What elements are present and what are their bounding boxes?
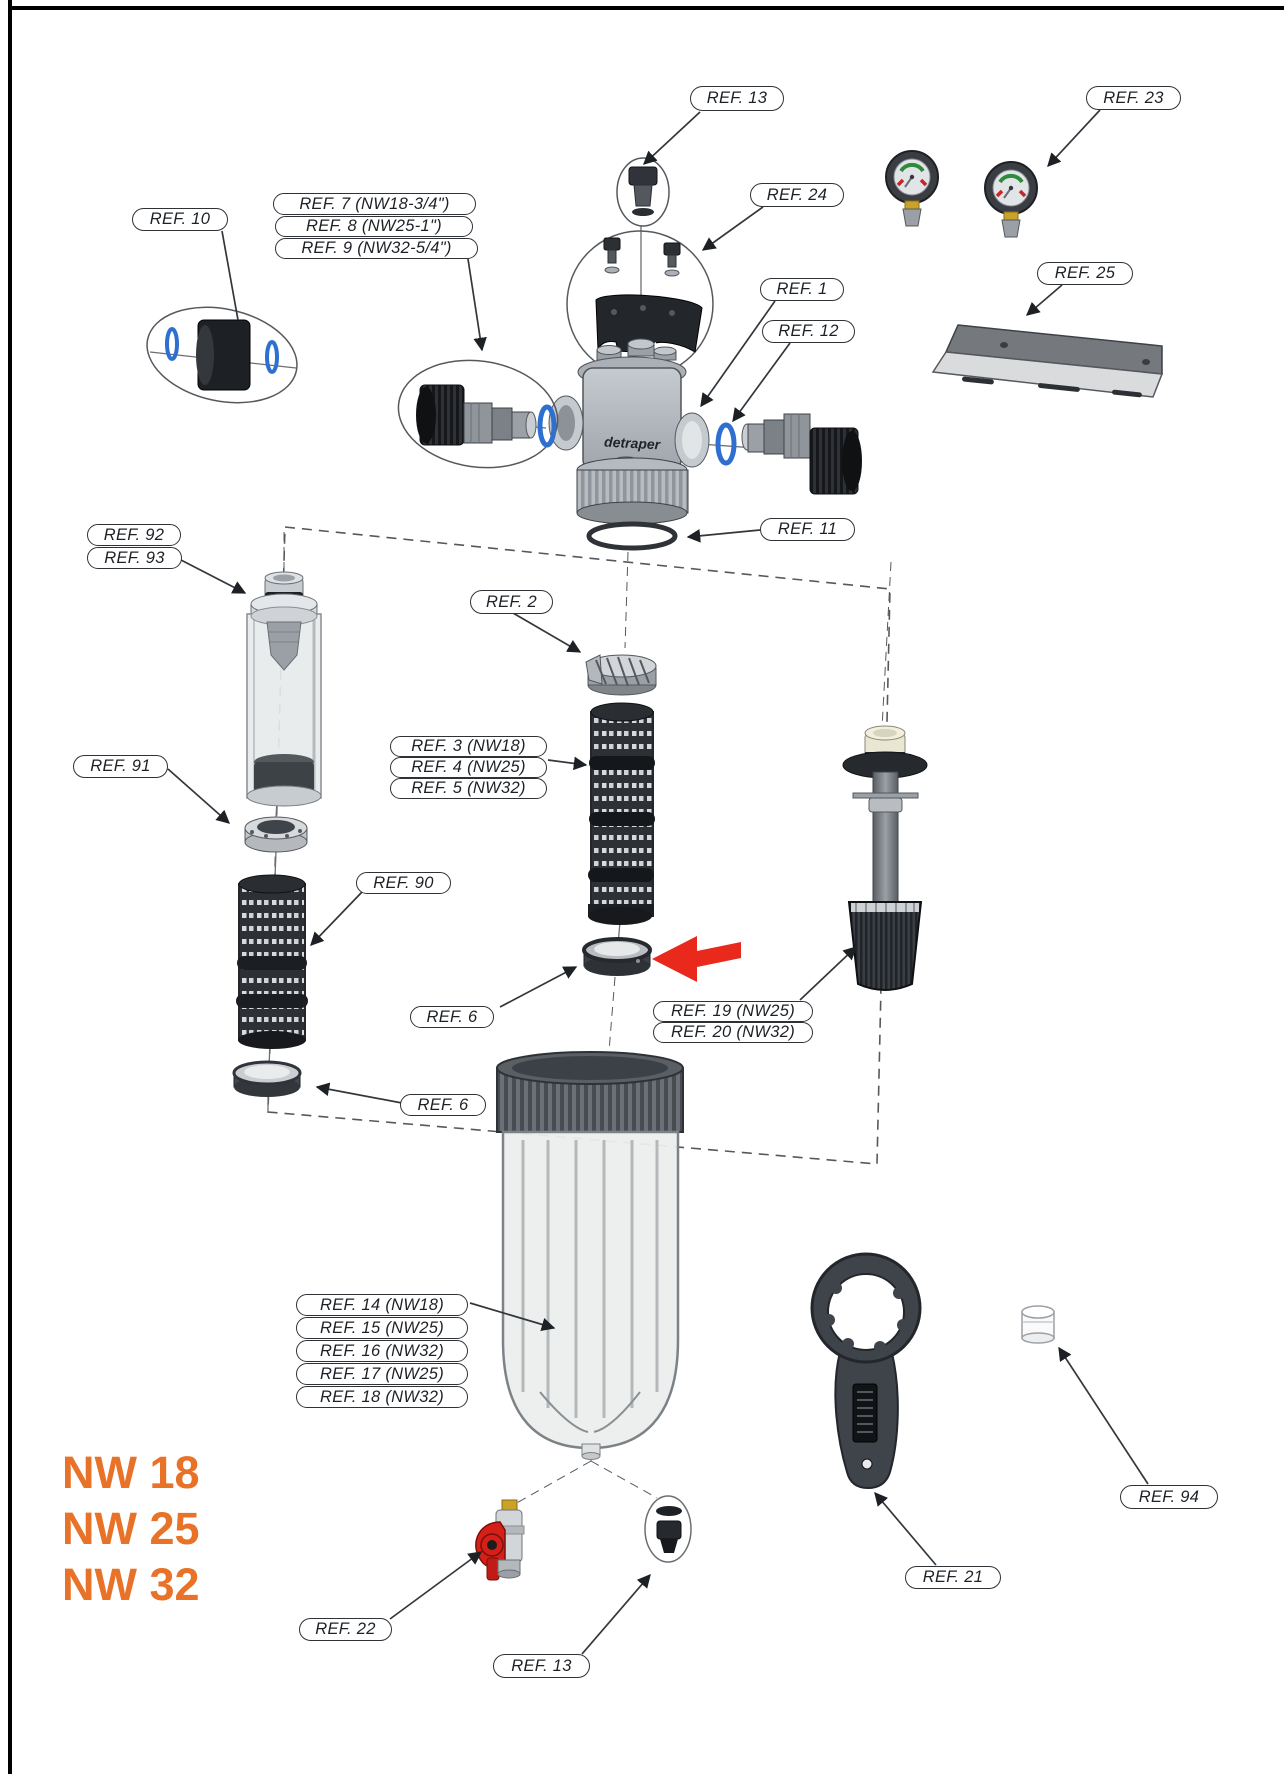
ref-label-4: REF. 4 (NW25) [390,757,547,778]
ref-label-text: REF. 4 (NW25) [411,758,526,777]
ref-label-text: REF. 1 [776,280,828,299]
part-grease-cap [1021,1305,1055,1344]
ref-label-text: REF. 5 (NW32) [411,779,526,798]
ref-label-20: REF. 20 (NW32) [653,1022,813,1043]
ref-label-22: REF. 22 [299,1618,392,1641]
ref-label-10: REF. 10 [132,208,228,231]
ref-label-13-top: REF. 13 [690,86,784,111]
part-top-plug-screw [616,157,670,227]
part-retainer-ring [244,816,308,853]
ref-label-6a: REF. 6 [410,1006,494,1028]
ref-label-text: REF. 91 [90,757,151,776]
ref-label-text: REF. 7 (NW18-3/4") [299,194,450,213]
ref-label-text: REF. 24 [766,185,828,204]
ref-label-8: REF. 8 (NW25-1") [275,216,473,237]
part-filter-head: detraper [548,338,710,525]
part-drain-plug [644,1495,692,1563]
ref-label-24: REF. 24 [750,183,844,207]
ref-label-93: REF. 93 [87,547,182,569]
ref-label-text: REF. 3 (NW18) [411,737,526,756]
part-spacer-orings [146,306,298,404]
ref-label-11: REF. 11 [760,518,855,541]
ref-label-2: REF. 2 [470,590,553,614]
ref-label-16: REF. 16 (NW32) [296,1340,468,1362]
ref-label-text: REF. 12 [778,322,839,341]
ref-label-17: REF. 17 (NW25) [296,1363,468,1385]
ref-label-3: REF. 3 (NW18) [390,736,547,757]
ref-label-19: REF. 19 (NW25) [653,1001,813,1022]
ref-label-text: REF. 15 (NW25) [319,1318,444,1337]
ref-label-text: REF. 93 [104,548,165,567]
ref-label-text: REF. 6 [426,1007,478,1026]
part-disc-left [232,1060,302,1097]
part-fittings-right [715,413,862,495]
part-mesh-cartridge-center [588,702,655,925]
ref-label-12: REF. 12 [762,320,855,343]
ref-label-9: REF. 9 (NW32-5/4") [275,238,478,259]
ref-label-90: REF. 90 [356,872,451,894]
ref-label-13-bottom: REF. 13 [493,1654,590,1678]
ref-label-text: REF. 18 (NW32) [319,1387,444,1406]
highlight-arrow [652,936,741,982]
ref-label-7: REF. 7 (NW18-3/4") [273,193,476,215]
ref-label-92: REF. 92 [87,524,181,546]
size-label-nw18: NW 18 [62,1447,200,1498]
ref-label-text: REF. 92 [103,525,165,544]
page-border-left [8,0,12,1774]
ref-label-91: REF. 91 [73,755,168,778]
ref-label-5: REF. 5 (NW32) [390,778,547,799]
ref-label-text: REF. 17 (NW25) [319,1364,444,1383]
part-wall-bracket [931,324,1164,398]
size-label-nw25: NW 25 [62,1503,200,1554]
ref-label-6b: REF. 6 [400,1094,486,1116]
part-turbine-ring [585,654,657,696]
ref-label-21: REF. 21 [905,1566,1001,1589]
ref-label-text: REF. 10 [149,210,211,229]
leader-lines [167,109,1149,1655]
part-fittings-left [397,359,559,469]
ref-label-text: REF. 14 (NW18) [319,1295,444,1314]
ref-label-text: REF. 90 [373,873,434,892]
part-mesh-cartridge-left [236,874,308,1049]
ref-label-text: REF. 2 [485,592,538,611]
ref-label-text: REF. 21 [922,1568,984,1587]
ref-label-1: REF. 1 [760,278,844,301]
ref-label-14: REF. 14 (NW18) [296,1294,468,1316]
part-filter-bowl [496,1051,684,1460]
ref-label-text: REF. 20 (NW32) [670,1023,795,1042]
page-border-top [8,6,1284,10]
part-dosing-cylinder [246,571,322,807]
ref-label-94: REF. 94 [1120,1485,1218,1509]
ref-label-text: REF. 9 (NW32-5/4") [301,239,452,258]
ref-label-18: REF. 18 (NW32) [296,1386,468,1408]
ref-label-text: REF. 8 (NW25-1") [306,217,442,236]
part-pressure-gauges [885,150,1038,238]
part-purge-plunger [842,725,928,991]
brand-logo-text: detraper [604,434,662,453]
ref-label-text: REF. 13 [511,1656,572,1675]
size-label-nw32: NW 32 [62,1559,200,1610]
ref-label-15: REF. 15 (NW25) [296,1317,468,1339]
ref-label-25: REF. 25 [1037,262,1133,285]
part-drain-valve [475,1499,525,1581]
ref-label-text: REF. 22 [315,1620,376,1639]
ref-label-text: REF. 16 (NW32) [319,1341,444,1360]
ref-label-text: REF. 25 [1054,264,1116,283]
ref-label-text: REF. 6 [417,1095,469,1114]
part-head-oring [586,521,678,551]
ref-label-text: REF. 23 [1103,88,1164,107]
ref-label-23: REF. 23 [1086,86,1181,110]
part-bowl-wrench [810,1252,922,1490]
ref-label-text: REF. 94 [1138,1487,1200,1506]
part-disc-center [582,937,652,976]
ref-label-text: REF. 19 (NW25) [670,1002,795,1021]
ref-label-text: REF. 13 [706,89,768,108]
ref-label-text: REF. 11 [777,520,838,539]
